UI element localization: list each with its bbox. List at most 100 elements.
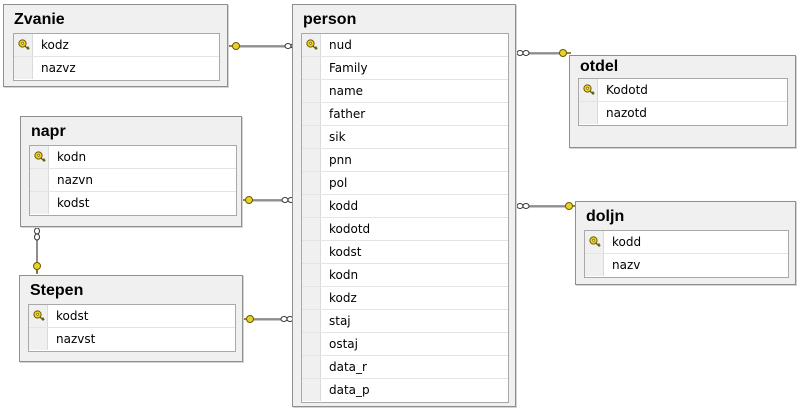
primary-key-icon bbox=[34, 151, 46, 162]
column-row[interactable]: kodst bbox=[302, 241, 508, 264]
row-selector[interactable] bbox=[302, 218, 321, 240]
row-selector[interactable] bbox=[302, 149, 321, 171]
column-row[interactable]: father bbox=[302, 103, 508, 126]
column-name: nazvz bbox=[41, 61, 76, 75]
row-selector[interactable] bbox=[579, 102, 598, 124]
row-selector[interactable] bbox=[585, 254, 604, 276]
column-name: pol bbox=[329, 176, 348, 190]
row-selector[interactable] bbox=[302, 103, 321, 125]
column-row[interactable]: nazvz bbox=[14, 57, 219, 80]
primary-key-icon bbox=[589, 236, 601, 247]
row-selector[interactable] bbox=[302, 57, 321, 79]
column-name: pnn bbox=[329, 153, 352, 167]
column-row[interactable]: pol bbox=[302, 172, 508, 195]
column-row[interactable]: ostaj bbox=[302, 333, 508, 356]
relationship-connector[interactable] bbox=[241, 196, 297, 204]
column-row[interactable]: Family bbox=[302, 57, 508, 80]
column-row[interactable]: nazvn bbox=[30, 169, 236, 192]
table-title: Zvanie bbox=[14, 11, 65, 28]
primary-key-icon bbox=[583, 84, 595, 95]
column-row[interactable]: nazvst bbox=[29, 328, 235, 351]
table-title: otdel bbox=[580, 58, 619, 75]
row-selector[interactable] bbox=[302, 34, 321, 56]
column-list: kodz nazvz bbox=[13, 33, 220, 81]
row-selector[interactable] bbox=[302, 264, 321, 286]
row-selector[interactable] bbox=[585, 231, 604, 253]
row-selector[interactable] bbox=[302, 287, 321, 309]
column-name: father bbox=[329, 107, 366, 121]
row-selector[interactable] bbox=[30, 192, 49, 214]
column-row[interactable]: pnn bbox=[302, 149, 508, 172]
row-selector[interactable] bbox=[302, 172, 321, 194]
table-title: person bbox=[303, 11, 357, 28]
column-row[interactable]: kodz bbox=[14, 34, 219, 57]
row-selector[interactable] bbox=[30, 169, 49, 191]
row-selector[interactable] bbox=[29, 328, 48, 350]
column-list: Kodotd nazotd bbox=[578, 78, 788, 126]
column-row[interactable]: nazv bbox=[585, 254, 788, 277]
table-doljn[interactable]: doljn kodd nazv bbox=[575, 201, 796, 285]
row-selector[interactable] bbox=[14, 34, 33, 56]
relationship-connector[interactable] bbox=[516, 202, 577, 210]
relationship-connector[interactable] bbox=[228, 42, 298, 50]
column-row[interactable]: name bbox=[302, 80, 508, 103]
one-end-key-icon bbox=[228, 42, 240, 50]
column-row[interactable]: kodn bbox=[302, 264, 508, 287]
column-row[interactable]: kodst bbox=[29, 305, 235, 328]
column-name: kodd bbox=[612, 235, 642, 249]
table-title: doljn bbox=[586, 208, 625, 225]
column-row[interactable]: kodotd bbox=[302, 218, 508, 241]
column-row[interactable]: kodd bbox=[585, 231, 788, 254]
column-row[interactable]: kodn bbox=[30, 146, 236, 169]
row-selector[interactable] bbox=[29, 305, 48, 327]
column-name: kodn bbox=[57, 150, 87, 164]
many-end-infinity-icon bbox=[34, 227, 40, 241]
column-row[interactable]: kodd bbox=[302, 195, 508, 218]
column-name: kodst bbox=[329, 245, 362, 259]
one-end-key-icon bbox=[241, 196, 253, 204]
column-list: kodd nazv bbox=[584, 230, 789, 278]
column-row[interactable]: nazotd bbox=[579, 102, 787, 125]
column-name: kodz bbox=[329, 291, 357, 305]
row-selector[interactable] bbox=[302, 379, 321, 401]
column-name: ostaj bbox=[329, 337, 358, 351]
row-selector[interactable] bbox=[302, 195, 321, 217]
relationship-connector[interactable] bbox=[33, 227, 41, 274]
relationship-connector[interactable] bbox=[516, 49, 571, 57]
row-selector[interactable] bbox=[30, 146, 49, 168]
column-row[interactable]: nud bbox=[302, 34, 508, 57]
row-selector[interactable] bbox=[302, 80, 321, 102]
row-selector[interactable] bbox=[14, 57, 33, 79]
row-selector[interactable] bbox=[302, 310, 321, 332]
many-end-infinity-icon bbox=[516, 50, 530, 56]
column-row[interactable]: kodst bbox=[30, 192, 236, 215]
table-title: Stepen bbox=[30, 282, 84, 299]
column-row[interactable]: data_r bbox=[302, 356, 508, 379]
row-selector[interactable] bbox=[579, 79, 598, 101]
relationship-connector[interactable] bbox=[242, 315, 297, 323]
row-selector[interactable] bbox=[302, 356, 321, 378]
column-row[interactable]: data_p bbox=[302, 379, 508, 402]
column-row[interactable]: staj bbox=[302, 310, 508, 333]
column-row[interactable]: sik bbox=[302, 126, 508, 149]
column-name: staj bbox=[329, 314, 351, 328]
column-name: kodst bbox=[57, 196, 90, 210]
column-name: nazotd bbox=[606, 106, 647, 120]
column-row[interactable]: kodz bbox=[302, 287, 508, 310]
many-end-infinity-icon bbox=[280, 316, 294, 322]
row-selector[interactable] bbox=[302, 126, 321, 148]
row-selector[interactable] bbox=[302, 241, 321, 263]
column-name: Kodotd bbox=[606, 83, 648, 97]
column-row[interactable]: Kodotd bbox=[579, 79, 787, 102]
row-selector[interactable] bbox=[302, 333, 321, 355]
column-name: sik bbox=[329, 130, 346, 144]
table-zvanie[interactable]: Zvanie kodz nazvz bbox=[3, 4, 228, 87]
column-name: nazvn bbox=[57, 173, 93, 187]
one-end-key-icon bbox=[33, 262, 41, 274]
